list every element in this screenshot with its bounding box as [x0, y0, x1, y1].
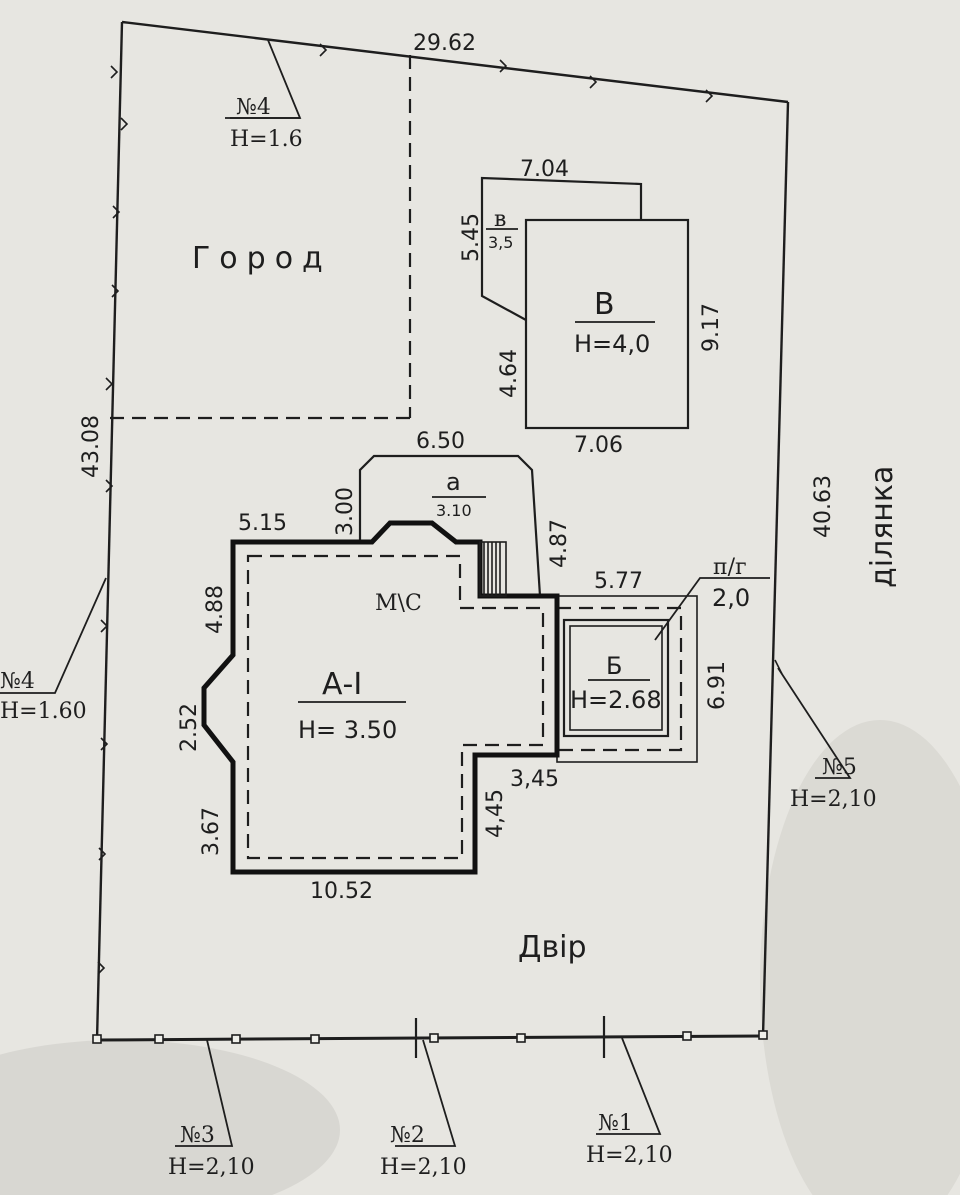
dim-b-top: 5.77	[594, 569, 643, 594]
fence-posts	[92, 1016, 768, 1058]
dim-main-top: 5.15	[238, 511, 287, 536]
building-a-height: 3.10	[436, 501, 472, 520]
leader-lines	[0, 39, 852, 1147]
dim-main-left-top: 4.88	[203, 585, 228, 634]
fence-n2-height: Н=2,10	[380, 1155, 467, 1180]
dim-main-step-h: 3,45	[510, 767, 559, 792]
fence-n1-num: №1	[598, 1111, 633, 1136]
fence-n1-height: Н=2,10	[586, 1143, 673, 1168]
dim-b-right: 6.91	[705, 661, 730, 710]
fence-n5-height: Н=2,10	[790, 787, 877, 812]
building-pg-name: п/г	[713, 555, 747, 580]
dim-v-small-side: 5.45	[459, 213, 484, 262]
dim-v-top: 7.04	[520, 157, 569, 182]
building-v-group	[480, 176, 690, 430]
dim-main-bay: 2.52	[177, 703, 202, 752]
main-building-name: А-I	[322, 667, 362, 702]
dim-a-right: 4.87	[547, 519, 572, 568]
dim-a-left: 3.00	[333, 487, 358, 536]
building-b-inner	[569, 625, 663, 731]
dim-right: 40.63	[811, 475, 836, 538]
dim-left: 43.08	[79, 415, 104, 478]
fence-n4-top-height: Н=1.6	[230, 127, 303, 152]
building-v-small-height: 3,5	[488, 233, 513, 252]
building-v-small-name: в	[494, 207, 506, 232]
building-b-height: Н=2.68	[570, 686, 662, 714]
building-main-inner	[246, 554, 545, 860]
garden-label: Город	[192, 241, 332, 276]
building-main-outline	[201, 520, 560, 875]
building-v-height: Н=4,0	[574, 330, 650, 358]
dim-main-bottom: 10.52	[310, 879, 373, 904]
fence-n4-left-num: №4	[0, 669, 35, 694]
fence-n4-top-num: №4	[236, 95, 271, 120]
fraction-bars	[230, 117, 655, 703]
building-b	[562, 618, 670, 738]
fence-n4-left-height: Н=1.60	[0, 699, 87, 724]
boundary-right	[761, 101, 790, 1037]
building-v-small	[480, 176, 643, 321]
dim-top: 29.62	[413, 31, 476, 56]
dim-v-left: 4.64	[497, 349, 522, 398]
dim-v-right: 9.17	[699, 303, 724, 352]
building-a	[358, 454, 542, 597]
building-a-name: а	[446, 468, 461, 496]
shadow-bottom-left	[0, 1040, 340, 1195]
main-building-height: Н= 3.50	[298, 716, 397, 744]
dim-main-step-v: 4,45	[483, 789, 508, 838]
shadow-right	[760, 720, 960, 1195]
fence-n3-num: №3	[180, 1123, 215, 1148]
fence-n3-height: Н=2,10	[168, 1155, 255, 1180]
dim-a-top: 6.50	[416, 429, 465, 454]
boundary-top	[121, 20, 789, 104]
plot-label: ділянка	[865, 466, 900, 588]
building-pg-height: 2,0	[712, 584, 750, 612]
garden-division	[110, 55, 412, 420]
stairs	[479, 541, 507, 597]
fence-n5-num: №5	[822, 755, 857, 780]
building-b-name: Б	[606, 652, 622, 680]
building-v	[524, 218, 690, 430]
boundary-left	[95, 21, 124, 1041]
building-v-name: В	[594, 287, 615, 322]
dim-v-bottom: 7.06	[574, 433, 623, 458]
yard-label: Двір	[518, 930, 587, 965]
boundary-ticks	[97, 43, 783, 975]
dim-main-left-bottom: 3.67	[199, 807, 224, 856]
main-building-mc: М\С	[375, 591, 422, 616]
fence-n2-num: №2	[390, 1123, 425, 1148]
